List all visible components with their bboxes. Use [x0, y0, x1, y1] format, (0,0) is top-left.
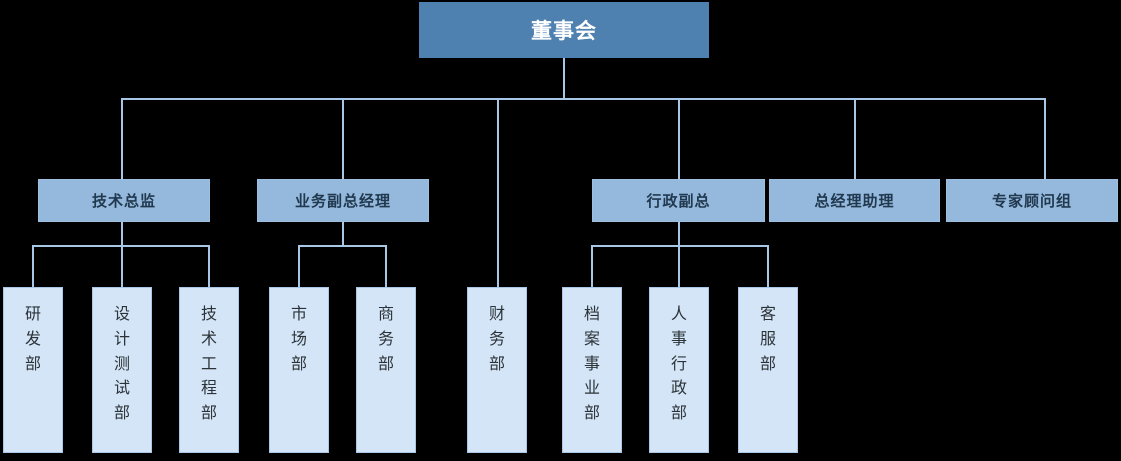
- connector-drop-tech-director: [121, 98, 123, 179]
- node-business-vp[interactable]: 业务副总经理: [257, 179, 429, 222]
- node-label: 技术总监: [91, 192, 156, 210]
- node-admin-vp[interactable]: 行政副总: [592, 179, 765, 222]
- node-label: 商务部: [378, 304, 395, 373]
- node-archives-division[interactable]: 档案事业部: [562, 287, 622, 453]
- node-label: 行政副总: [646, 192, 711, 210]
- connector-drop-expert-group: [1044, 98, 1046, 179]
- node-rd-dept[interactable]: 研发部: [3, 287, 63, 453]
- connector-admin-vp-stem: [678, 222, 680, 246]
- node-tech-engineering-dept[interactable]: 技术工程部: [179, 287, 239, 453]
- connector-drop-customer-service-dept: [767, 245, 769, 287]
- connector-drop-business-vp: [342, 98, 344, 179]
- node-label: 客服部: [760, 304, 777, 373]
- connector-business-vp-stem: [342, 222, 344, 246]
- node-commerce-dept[interactable]: 商务部: [356, 287, 416, 453]
- node-design-test-dept[interactable]: 设计测试部: [92, 287, 152, 453]
- node-hr-admin-dept[interactable]: 人事行政部: [649, 287, 709, 453]
- node-label: 市场部: [291, 304, 308, 373]
- connector-drop-finance-dept: [497, 98, 499, 287]
- connector-main-bus: [121, 98, 1045, 100]
- node-label: 档案事业部: [584, 304, 601, 423]
- node-expert-advisory-group[interactable]: 专家顾问组: [946, 179, 1118, 222]
- connector-drop-commerce-dept: [385, 245, 387, 287]
- node-label: 业务副总经理: [294, 192, 391, 210]
- node-board-of-directors[interactable]: 董事会: [419, 2, 709, 58]
- connector-drop-hr-admin-dept: [678, 245, 680, 287]
- node-label: 董事会: [531, 19, 597, 43]
- connector-tech-director-stem: [121, 222, 123, 246]
- node-tech-director[interactable]: 技术总监: [38, 179, 210, 222]
- node-label: 专家顾问组: [991, 192, 1072, 210]
- node-label: 人事行政部: [671, 304, 688, 423]
- connector-drop-archives-division: [591, 245, 593, 287]
- node-customer-service-dept[interactable]: 客服部: [738, 287, 798, 453]
- node-marketing-dept[interactable]: 市场部: [269, 287, 329, 453]
- node-label: 设计测试部: [114, 304, 131, 423]
- connector-drop-tech-engineering-dept: [208, 245, 210, 287]
- connector-admin-vp-bus: [591, 245, 769, 247]
- connector-business-vp-bus: [298, 245, 387, 247]
- node-label: 财务部: [489, 304, 506, 373]
- connector-drop-admin-vp: [678, 98, 680, 179]
- connector-drop-marketing-dept: [298, 245, 300, 287]
- connector-drop-design-test-dept: [121, 245, 123, 287]
- connector-drop-rd-dept: [32, 245, 34, 287]
- node-gm-assistant[interactable]: 总经理助理: [769, 179, 940, 222]
- connector-drop-gm-assistant: [854, 98, 856, 179]
- node-label: 总经理助理: [814, 192, 895, 210]
- node-label: 技术工程部: [201, 304, 218, 423]
- node-finance-dept[interactable]: 财务部: [467, 287, 527, 453]
- connector-root-stem: [563, 58, 565, 99]
- node-label: 研发部: [25, 304, 42, 373]
